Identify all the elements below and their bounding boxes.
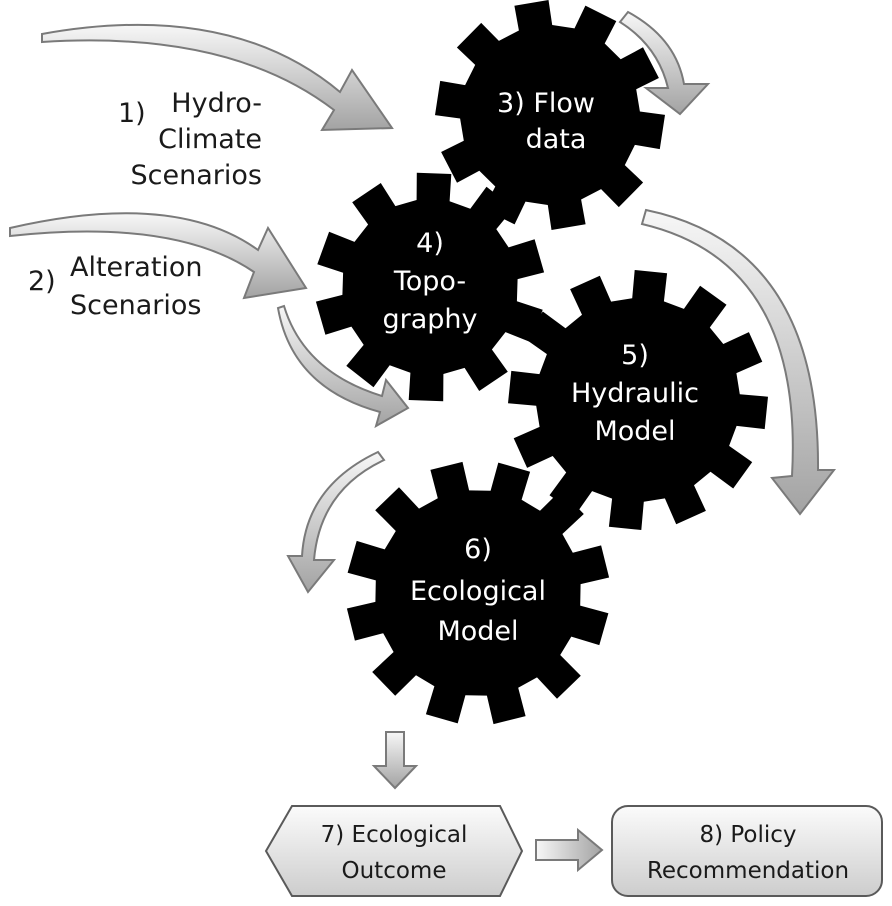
hydraulic-gear-label-3: Model — [594, 416, 675, 447]
gear-hydraulic-shape — [508, 270, 768, 530]
policy-recommendation-box: 8) Policy Recommendation — [611, 805, 883, 897]
ecological-outcome-line2: Outcome — [342, 858, 447, 884]
gear-flow-data — [435, 0, 665, 230]
hydraulic-gear-label-2: Hydraulic — [571, 378, 699, 409]
hydro-climate-line3: Scenarios — [131, 160, 262, 191]
topo-gear-label-2: Topo- — [393, 266, 466, 297]
hydro-climate-line1: Hydro- — [171, 88, 262, 119]
outcome-to-policy-arrow — [535, 827, 604, 873]
alteration-to-hydraulic-arrow — [276, 304, 410, 429]
alteration-arrow — [9, 212, 308, 300]
alteration-number: 2) — [28, 266, 56, 297]
ecological-outcome-line1: 7) Ecological — [321, 822, 468, 848]
gear-topography — [315, 172, 545, 402]
eco-gear-label-3: Model — [437, 616, 518, 647]
hydro-climate-number: 1) — [118, 98, 146, 129]
gear-hydraulic-model — [508, 270, 768, 530]
gear-eco-shape — [346, 461, 610, 725]
flow-gear-label-1: 3) Flow — [497, 88, 595, 119]
topography-to-ecological-arrow — [286, 450, 386, 594]
alteration-line2: Scenarios — [70, 290, 201, 321]
gear-topo-shape — [315, 172, 545, 402]
hydro-climate-line2: Climate — [158, 124, 262, 155]
topo-gear-label-1: 4) — [416, 228, 444, 259]
gear-ecological-model — [346, 461, 610, 725]
policy-line2: Recommendation — [647, 858, 849, 884]
eco-gear-label-1: 6) — [464, 534, 492, 565]
alteration-line1: Alteration — [70, 252, 203, 283]
hydraulic-gear-label-1: 5) — [621, 340, 649, 371]
ecological-outcome-box: 7) Ecological Outcome — [264, 805, 524, 897]
flow-gear-label-2: data — [526, 124, 587, 155]
hydro-climate-arrow — [41, 23, 394, 132]
flow-arrows — [9, 10, 837, 873]
ecological-down-arrow — [371, 731, 419, 790]
flow-output-arrow — [618, 10, 711, 116]
eco-gear-label-2: Ecological — [410, 576, 546, 607]
gear-flow-shape — [435, 0, 665, 230]
policy-line1: 8) Policy — [699, 822, 796, 848]
topo-gear-label-3: graphy — [382, 304, 477, 335]
flow-to-hydraulic-arrow — [640, 208, 837, 516]
